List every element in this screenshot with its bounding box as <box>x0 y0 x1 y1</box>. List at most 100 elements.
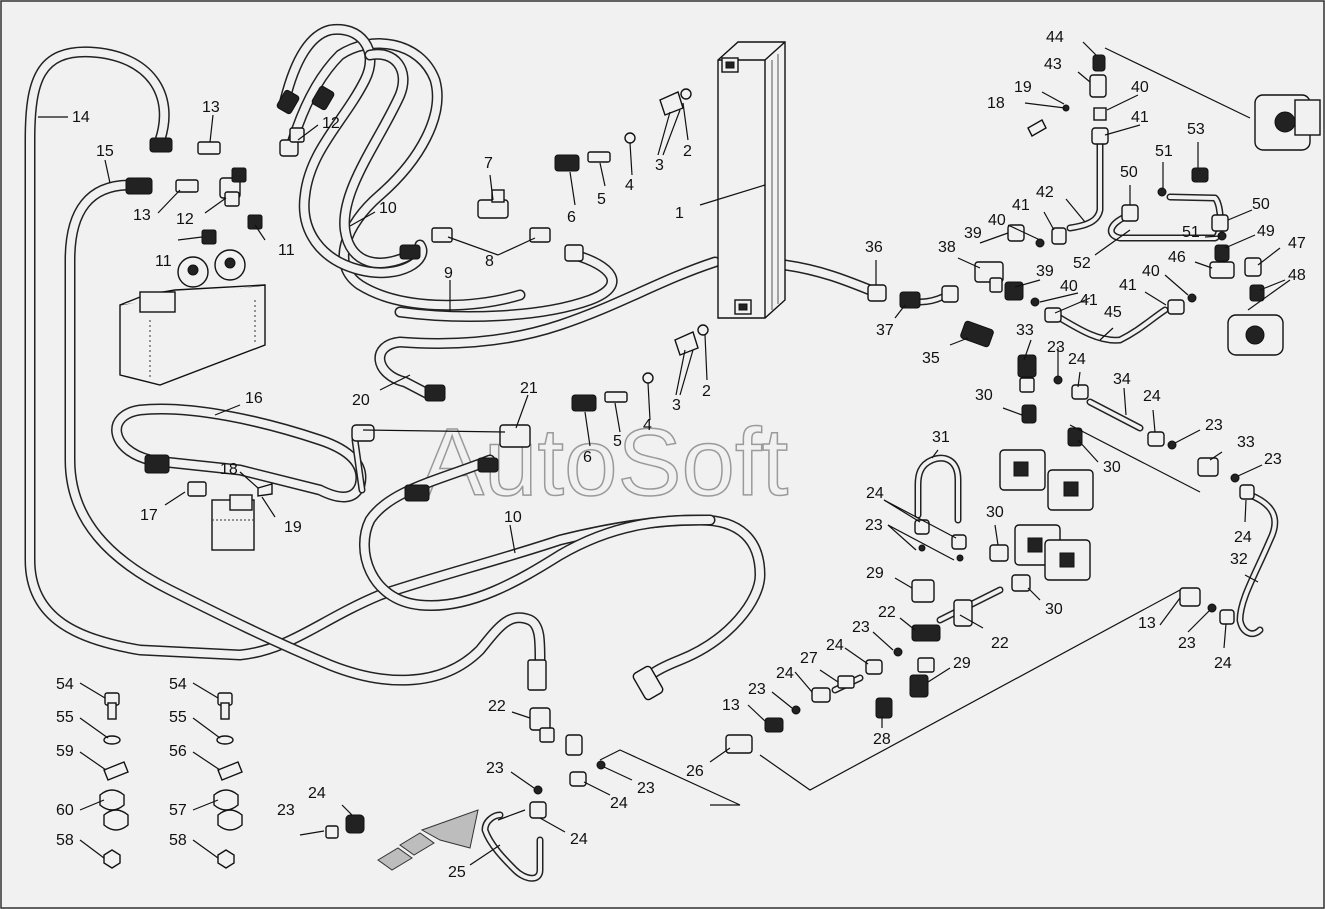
callout-33a: 33 <box>1016 322 1034 339</box>
callout-12b: 12 <box>176 211 194 228</box>
callout-24b: 24 <box>776 665 794 682</box>
callout-37: 37 <box>876 322 894 339</box>
callout-25: 25 <box>448 864 466 881</box>
callout-24f: 24 <box>1234 529 1252 546</box>
tank-pump-assembly <box>119 249 266 386</box>
callout-55b: 55 <box>169 709 187 726</box>
callout-17: 17 <box>140 507 158 524</box>
callout-30b: 30 <box>1103 459 1121 476</box>
callout-26: 26 <box>686 763 704 780</box>
callout-45: 45 <box>1104 304 1122 321</box>
callout-46: 46 <box>1168 249 1186 266</box>
callout-23d: 23 <box>852 619 870 636</box>
callout-38: 38 <box>938 239 956 256</box>
callout-23e: 23 <box>865 517 883 534</box>
callout-58a: 58 <box>56 832 74 849</box>
callout-20: 20 <box>352 392 370 409</box>
oil-cooler <box>717 41 786 319</box>
clamp-assembly-left <box>99 692 129 869</box>
callout-22b: 22 <box>991 635 1009 652</box>
hoses <box>24 23 876 696</box>
callout-7: 7 <box>484 155 493 172</box>
callout-24d: 24 <box>1068 351 1086 368</box>
callout-9: 9 <box>444 265 453 282</box>
callout-11b: 11 <box>155 253 172 270</box>
callout-13b: 13 <box>133 207 151 224</box>
callout-6b: 6 <box>583 449 592 466</box>
solenoid-30a <box>999 449 1094 511</box>
callout-41a: 41 <box>1012 197 1030 214</box>
callout-31: 31 <box>932 429 950 446</box>
callout-24c: 24 <box>826 637 844 654</box>
callout-51b: 51 <box>1182 224 1200 241</box>
callout-23a: 23 <box>486 760 504 777</box>
callout-18a: 18 <box>220 461 238 478</box>
direction-arrow <box>377 809 479 871</box>
callout-13a: 13 <box>202 99 220 116</box>
callout-30d: 30 <box>1045 601 1063 618</box>
callout-34: 34 <box>1113 371 1131 388</box>
callout-22c: 22 <box>878 604 896 621</box>
callout-39a: 39 <box>964 225 982 242</box>
callout-10a: 10 <box>379 200 397 217</box>
callout-27: 27 <box>800 650 818 667</box>
callout-55a: 55 <box>56 709 74 726</box>
callout-43: 43 <box>1044 56 1062 73</box>
callout-54b: 54 <box>169 676 187 693</box>
callout-40a: 40 <box>988 212 1006 229</box>
callout-13d: 13 <box>722 697 740 714</box>
callout-10b: 10 <box>504 509 522 526</box>
callout-56: 56 <box>169 743 187 760</box>
callout-4a: 4 <box>625 177 634 194</box>
callout-40b: 40 <box>1060 278 1078 295</box>
clamp-assembly-right <box>213 692 243 869</box>
callout-39b: 39 <box>1036 263 1054 280</box>
callout-41c: 41 <box>1131 109 1149 126</box>
callout-32: 32 <box>1230 551 1248 568</box>
callout-23g: 23 <box>1205 417 1223 434</box>
callout-23i: 23 <box>1178 635 1196 652</box>
callout-1: 1 <box>675 205 684 222</box>
callout-23h: 23 <box>1264 451 1282 468</box>
leader-lines <box>38 41 1286 866</box>
callout-18b: 18 <box>987 95 1005 112</box>
callout-6a: 6 <box>567 209 576 226</box>
callout-2a: 2 <box>683 143 692 160</box>
callout-29a: 29 <box>866 565 884 582</box>
callout-2b: 2 <box>702 383 711 400</box>
callout-57: 57 <box>169 802 187 819</box>
callout-12a: 12 <box>322 115 340 132</box>
callout-49: 49 <box>1257 223 1275 240</box>
callout-24j: 24 <box>308 785 326 802</box>
callout-40c: 40 <box>1131 79 1149 96</box>
hose-16 <box>111 403 367 503</box>
callout-21: 21 <box>520 380 538 397</box>
callout-60: 60 <box>56 802 74 819</box>
callout-29b: 29 <box>953 655 971 672</box>
callout-51a: 51 <box>1155 143 1173 160</box>
callout-5a: 5 <box>597 191 606 208</box>
callout-5b: 5 <box>613 433 622 450</box>
callout-33b: 33 <box>1237 434 1255 451</box>
callout-41b: 41 <box>1080 292 1098 309</box>
callout-15: 15 <box>96 143 114 160</box>
callout-13c: 13 <box>1138 615 1156 632</box>
callout-47: 47 <box>1288 235 1306 252</box>
callout-labels: 1 2 2 3 3 4 4 5 5 6 6 7 8 9 10 10 11 11 … <box>56 29 1306 881</box>
callout-22a: 22 <box>488 698 506 715</box>
callout-40d: 40 <box>1142 263 1160 280</box>
callout-24e: 24 <box>1143 388 1161 405</box>
callout-53: 53 <box>1187 121 1205 138</box>
pipe-42 <box>1066 141 1104 232</box>
callout-42: 42 <box>1036 184 1054 201</box>
callout-19a: 19 <box>1014 79 1032 96</box>
callout-16: 16 <box>245 390 263 407</box>
callout-50b: 50 <box>1252 196 1270 213</box>
valve-17 <box>211 494 255 551</box>
callout-24a: 24 <box>866 485 884 502</box>
callout-35: 35 <box>922 350 940 367</box>
callout-52: 52 <box>1073 255 1091 272</box>
